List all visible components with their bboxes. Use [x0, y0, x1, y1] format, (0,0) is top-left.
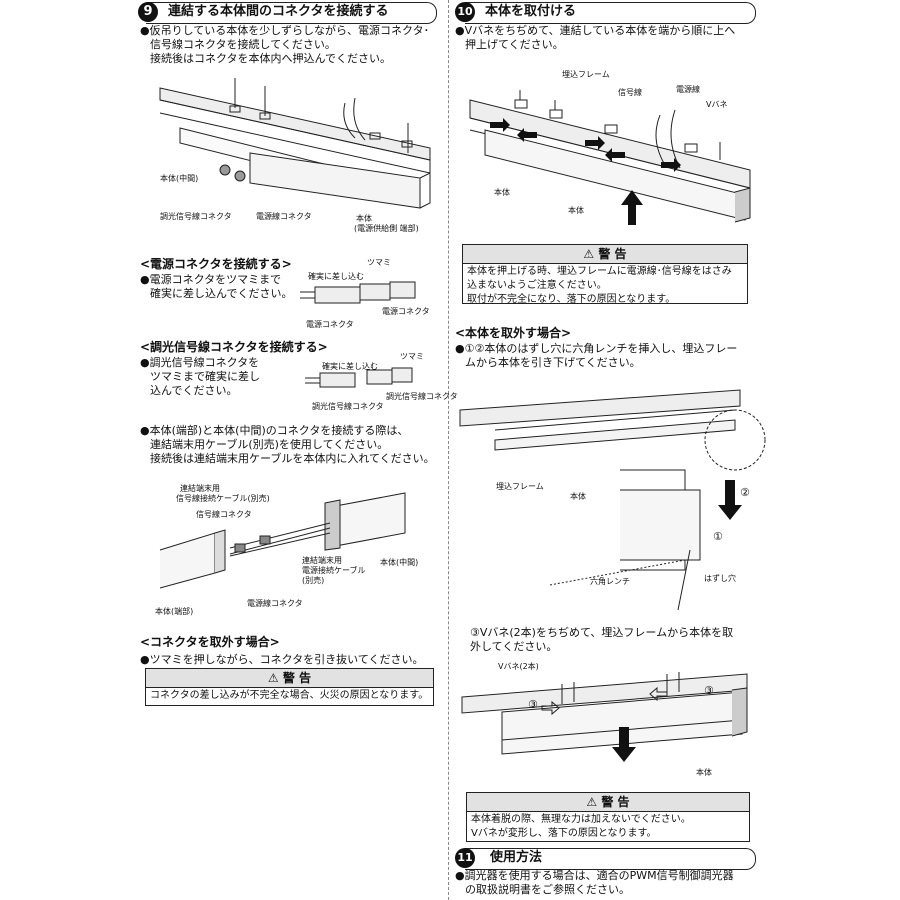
- section-10-warning-box-1: ⚠ 警 告 本体を押上げる時、埋込フレームに電源線･信号線をはさみ 込まないよう…: [462, 244, 748, 305]
- column-divider: [448, 0, 450, 900]
- section-10-warning-box-2: ⚠ 警 告 本体着脱の際、無理な力は加えないでください。 Vバネが変形し、落下の…: [466, 792, 750, 842]
- section-9-warning-body: コネクタの差し込みが不完全な場合、火災の原因となります。: [150, 690, 429, 701]
- remove-fig-step2: ②: [740, 486, 750, 499]
- power-fig-conn-left: 電源コネクタ: [306, 320, 354, 329]
- remove-connector-text: ●ツマミを押しながら、コネクタを引き抜いてください。: [140, 653, 424, 666]
- section-10-title: 本体を取付ける: [485, 4, 577, 19]
- dim-fig-conn-right: 調光信号線コネクタ: [386, 392, 458, 401]
- vspring-fig-step3b: ③: [704, 684, 714, 697]
- end-fig-power-conn: 電源線コネクタ: [247, 599, 303, 608]
- remove-fig-body: 本体: [570, 492, 586, 501]
- warning-1-line1: 本体を押上げる時、埋込フレームに電源線･信号線をはさみ: [467, 266, 732, 277]
- dim-connect-text1: ●調光信号線コネクタを: [140, 356, 260, 369]
- remove-body-text3-line1: ③Vバネ(2本)をちぢめて、埋込フレームから本体を取: [470, 626, 734, 639]
- section-9-title: 連結する本体間のコネクタを接続する: [168, 4, 389, 19]
- mount-fig-frame: 埋込フレーム: [562, 70, 610, 79]
- section-9-intro-line2: 信号線コネクタを接続してください。: [150, 38, 336, 51]
- mount-fig-body-a: 本体: [494, 188, 510, 197]
- remove-fig-step1: ①: [713, 530, 723, 543]
- dim-fig-knob: ツマミ: [400, 352, 424, 361]
- remove-body-text3-line2: 外してください。: [470, 640, 558, 653]
- remove-body-figure: [459, 389, 766, 611]
- dim-connect-heading: <調光信号線コネクタを接続する>: [140, 340, 328, 354]
- end-connect-figure: [159, 492, 406, 589]
- power-fig-insert: 確実に差し込む: [308, 272, 364, 281]
- warning-triangle-icon: ⚠: [267, 671, 279, 685]
- dim-connect-text3: 込んでください。: [150, 384, 238, 397]
- end-fig-body-mid: 本体(中間): [380, 558, 419, 567]
- power-connect-text1: ●電源コネクタをツマミまで: [140, 273, 282, 286]
- end-connect-text3: 接続後は連結端末用ケーブルを本体内に入れてください。: [150, 452, 435, 465]
- section-10-warning-1-body: 本体を押上げる時、埋込フレームに電源線･信号線をはさみ 込まないようご注意くださ…: [463, 264, 747, 308]
- section-11-text1: ●調光器を使用する場合は、適合のPWM信号制御調光器: [455, 869, 734, 882]
- section-9-number: 9: [138, 2, 158, 22]
- dim-connect-text2: ツマミまで確実に差し: [150, 370, 260, 383]
- remove-body-text2: ムから本体を引き下げてください。: [465, 356, 641, 369]
- section-9-header-bar: [146, 2, 437, 24]
- vspring-removal-figure: [461, 672, 748, 762]
- end-fig-cable-power-2: 電源接続ケーブル: [302, 566, 366, 575]
- section-10-intro-line1: ●Vバネをちぢめて、連結している本体を端から順に上へ: [455, 24, 736, 37]
- section-10-warning-2-header: ⚠ 警 告: [467, 793, 749, 812]
- mounting-figure: [469, 90, 751, 225]
- section-11-header-bar: [465, 848, 756, 870]
- end-fig-cable-power-1: 連結端末用: [302, 556, 342, 565]
- remove-body-heading: <本体を取外す場合>: [455, 326, 572, 340]
- vspring-fig-body: 本体: [696, 768, 712, 777]
- remove-fig-frame: 埋込フレーム: [496, 482, 544, 491]
- warning-2-line2: Vバネが変形し、落下の原因となります。: [471, 828, 657, 839]
- power-connect-text2: 確実に差し込んでください。: [150, 287, 293, 300]
- warning-triangle-icon: ⚠: [586, 795, 598, 809]
- power-fig-knob: ツマミ: [367, 258, 391, 267]
- power-connector-figure: [300, 281, 416, 304]
- end-fig-cable-signal-2: 信号線接続ケーブル(別売): [176, 494, 270, 503]
- section-9-warning-box: ⚠ 警 告 コネクタの差し込みが不完全な場合、火災の原因となります。: [145, 668, 434, 706]
- dim-fig-insert: 確実に差し込む: [322, 362, 378, 371]
- section-9-warning-header: ⚠ 警 告: [146, 669, 433, 688]
- section-10-warning-2-title: 警 告: [601, 795, 630, 809]
- warning-1-line2: 込まないようご注意ください。: [467, 280, 607, 291]
- end-fig-cable-power-3: (別売): [302, 576, 325, 585]
- vspring-fig-label: Vバネ(2本): [498, 662, 539, 671]
- section-11-title: 使用方法: [490, 850, 543, 865]
- end-connect-text1: ●本体(端部)と本体(中間)のコネクタを接続する際は、: [140, 424, 409, 437]
- section-10-warning-1-title: 警 告: [598, 247, 627, 261]
- section-9-intro-line3: 接続後はコネクタを本体内へ押込んでください。: [150, 52, 392, 65]
- end-fig-body-end: 本体(端部): [155, 607, 194, 616]
- remove-connector-heading: <コネクタを取外す場合>: [140, 635, 280, 649]
- fig1-label-power-connector: 電源線コネクタ: [256, 212, 312, 221]
- dim-fig-conn-left: 調光信号線コネクタ: [312, 402, 384, 411]
- mount-fig-power: 電源線: [676, 85, 700, 94]
- end-fig-cable-signal-1: 連結端末用: [180, 484, 220, 493]
- remove-body-text1: ●①②本体のはずし穴に六角レンチを挿入し、埋込フレー: [455, 342, 738, 355]
- section-10-header-bar: [465, 2, 756, 24]
- fig1-label-body-end-sub: (電源供給側 端部): [354, 224, 419, 233]
- end-connect-text2: 連結端末用ケーブル(別売)を使用してください。: [150, 438, 389, 451]
- section-11-text2: の取扱説明書をご参照ください。: [465, 883, 630, 896]
- warning-2-line1: 本体着脱の際、無理な力は加えないでください。: [471, 814, 691, 825]
- fig1-label-body-mid: 本体(中間): [160, 174, 199, 183]
- power-fig-conn-right: 電源コネクタ: [382, 307, 430, 316]
- mount-fig-body-b: 本体: [568, 206, 584, 215]
- dim-connector-figure: [305, 367, 413, 388]
- section-9-intro-line1: ●仮吊りしている本体を少しずらしながら、電源コネクタ･: [140, 24, 430, 37]
- warning-1-line3: 取付が不完全になり、落下の原因となります。: [467, 294, 676, 305]
- end-fig-signal-conn: 信号線コネクタ: [196, 510, 252, 519]
- mount-fig-vspring: Vバネ: [706, 100, 728, 109]
- remove-fig-hole: はずし穴: [704, 574, 736, 583]
- section-10-intro-line2: 押上げてください。: [465, 38, 564, 51]
- section-9-warning-title: 警 告: [282, 671, 312, 685]
- fig1-label-body-end: 本体: [356, 214, 372, 223]
- section-11-number: 11: [455, 848, 475, 868]
- section-10-warning-1-header: ⚠ 警 告: [463, 245, 747, 264]
- fig1-label-dim-connector: 調光信号線コネクタ: [160, 212, 232, 221]
- section-10-number: 10: [455, 2, 475, 22]
- vspring-fig-step3a: ③: [528, 698, 538, 711]
- mount-fig-signal: 信号線: [618, 88, 642, 97]
- section-10-warning-2-body: 本体着脱の際、無理な力は加えないでください。 Vバネが変形し、落下の原因となりま…: [467, 812, 749, 842]
- power-connect-heading: <電源コネクタを接続する>: [140, 257, 292, 271]
- warning-triangle-icon: ⚠: [583, 247, 595, 261]
- remove-fig-wrench: 六角レンチ: [590, 577, 630, 586]
- section-9-connector-figure: [159, 78, 431, 209]
